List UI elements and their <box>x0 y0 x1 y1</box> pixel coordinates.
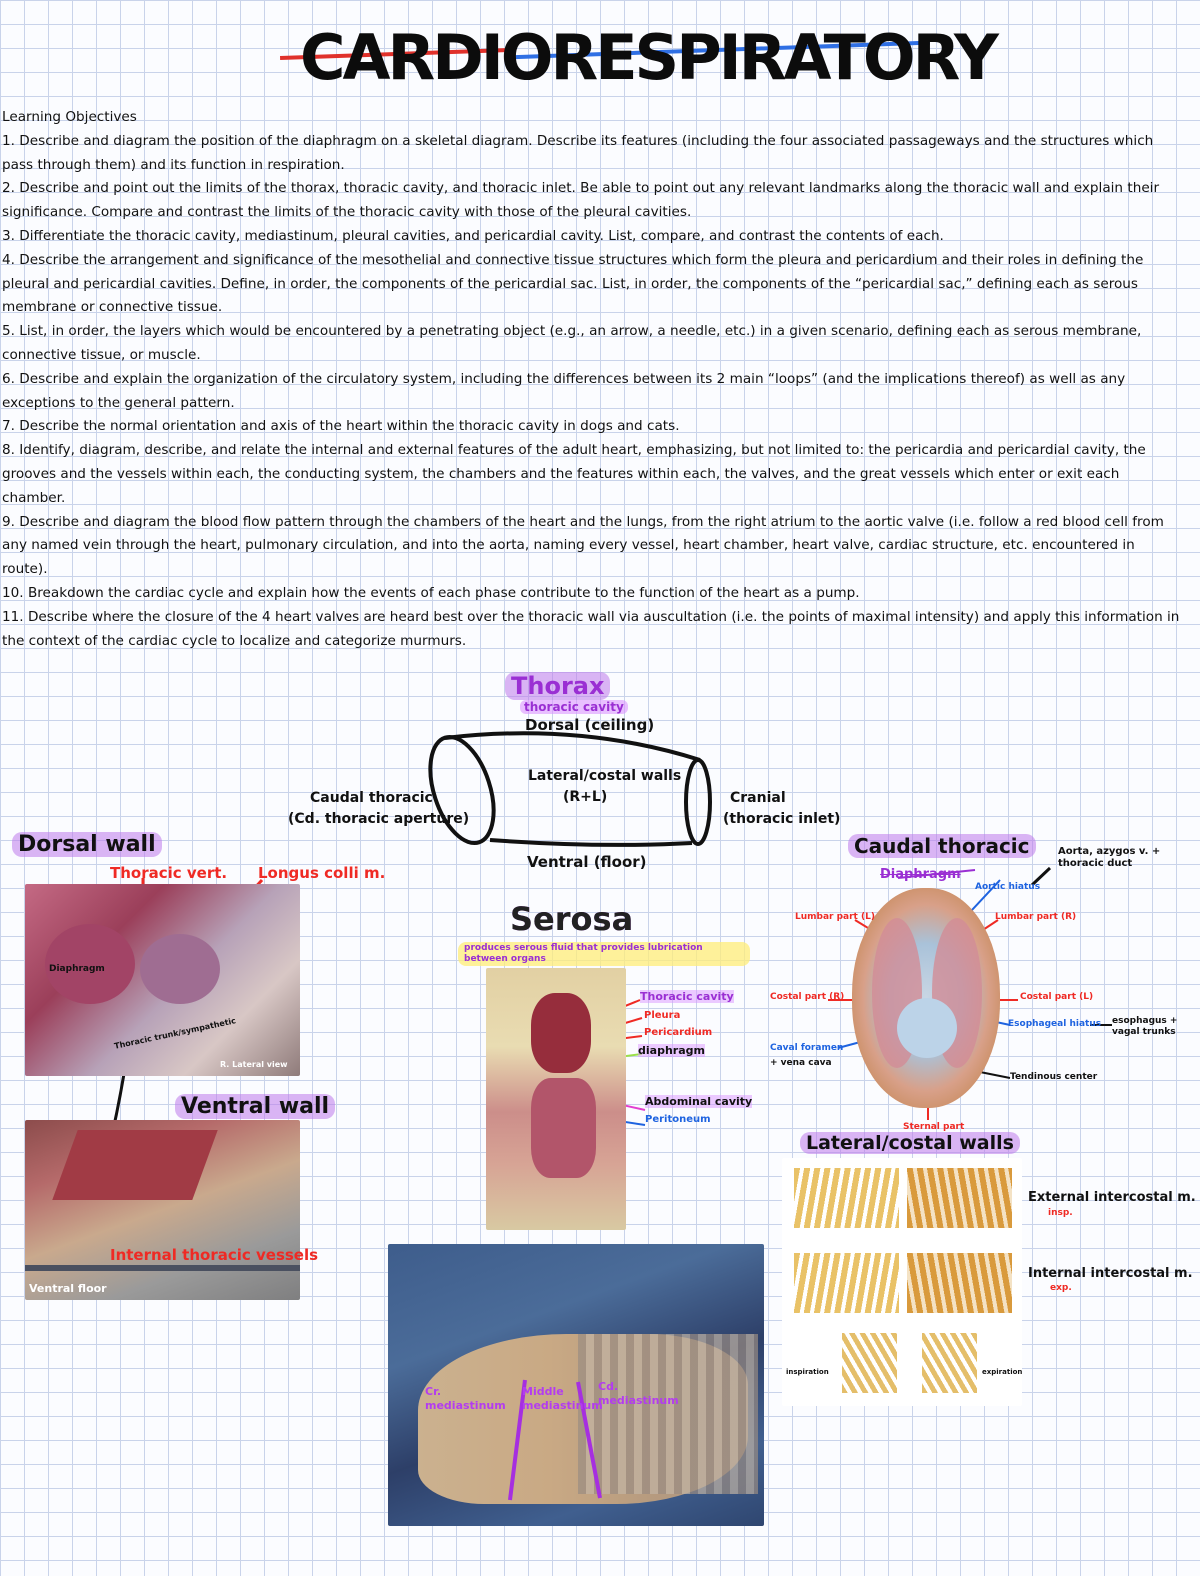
sympathetic-trunk-label: Thoracic trunk/sympathetic <box>113 1016 237 1051</box>
dorsal-ceiling-label: Dorsal (ceiling) <box>525 716 655 734</box>
rib-cage-a1 <box>794 1168 899 1228</box>
diaphragm-heading: Diaphragm <box>880 867 961 882</box>
pericardium-label: Pericardium <box>644 1027 713 1038</box>
caudal-aperture-label: (Cd. thoracic aperture) <box>288 811 470 827</box>
aorta-note: Aorta, azygos v. + thoracic duct <box>1058 846 1161 869</box>
serosa-note: produces serous fluid that provides lubr… <box>458 942 750 966</box>
diaphragm-illustration <box>852 888 1000 1108</box>
objective-item: 2. Describe and point out the limits of … <box>2 180 1160 221</box>
thoracic-vert-label: Thoracic vert. <box>110 864 228 882</box>
objective-item: 8. Identify, diagram, describe, and rela… <box>2 442 1146 506</box>
rib-cage-b1 <box>794 1253 899 1313</box>
thoracic-inlet-label: (thoracic inlet) <box>723 811 841 827</box>
expiration-label: expiration <box>982 1368 1022 1376</box>
page-title: CARDIORESPIRATORY <box>300 21 999 94</box>
caval-foramen-label: Caval foramen <box>770 1043 844 1053</box>
rib-region <box>578 1334 758 1494</box>
serosa-photo <box>486 968 626 1230</box>
objective-item: 5. List, in order, the layers which woul… <box>2 323 1142 363</box>
internal-thoracic-label: Internal thoracic vessels <box>110 1246 319 1264</box>
thorax-heading: Thorax <box>505 672 611 700</box>
peritoneum-label: Peritoneum <box>645 1114 711 1125</box>
thoracic-organs-region <box>531 993 591 1073</box>
ventral-wall-heading: Ventral wall <box>175 1094 336 1119</box>
inspiration-label: inspiration <box>786 1368 829 1376</box>
cranial-mediastinum-label: Cr. mediastinum <box>425 1385 506 1412</box>
rib-cage-b2 <box>907 1253 1012 1313</box>
intercostal-illustration: inspiration expiration <box>782 1158 1022 1406</box>
ventral-wall-photo: Ventral floor <box>25 1120 300 1300</box>
ventral-floor-photo-label: Ventral floor <box>29 1282 107 1295</box>
lateral-walls-rl-label: (R+L) <box>563 789 608 805</box>
caudal-mediastinum-label: Cd. mediastinum <box>598 1380 679 1407</box>
abdominal-cavity-label: Abdominal cavity <box>645 1095 753 1108</box>
costal-right-label: Costal part (L) <box>1020 992 1094 1002</box>
thoracic-cavity-serosa-label: Thoracic cavity <box>640 990 734 1003</box>
rib-detail-d <box>922 1333 977 1393</box>
pleura-label: Pleura <box>644 1010 681 1021</box>
caudal-thoracic-heading: Caudal thoracic <box>848 834 1036 858</box>
thoracic-cavity-label: thoracic cavity <box>520 700 628 714</box>
ventral-floor-label: Ventral (floor) <box>527 853 647 871</box>
rib-cage-a2 <box>907 1168 1012 1228</box>
serosa-heading: Serosa <box>510 900 634 938</box>
sternum-line <box>25 1265 300 1271</box>
abdominal-organs-region <box>531 1078 596 1178</box>
esophagus-note: esophagus + vagal trunks <box>1112 1016 1178 1037</box>
longus-colli-label: Longus colli m. <box>258 864 386 882</box>
lung-region <box>45 924 135 1004</box>
tendinous-center-label: Tendinous center <box>1010 1072 1098 1082</box>
lumbar-right-label: Lumbar part (R) <box>995 912 1077 922</box>
heart-region <box>140 934 220 1004</box>
lateral-view-label: R. Lateral view <box>220 1060 288 1069</box>
external-intercostal-note: insp. <box>1048 1208 1073 1218</box>
objective-item: 7. Describe the normal orientation and a… <box>2 418 680 435</box>
objectives-heading: Learning Objectives <box>2 109 137 125</box>
tendinous-center-region <box>897 998 957 1058</box>
objective-item: 10. Breakdown the cardiac cycle and expl… <box>2 584 860 601</box>
learning-objectives: Learning Objectives 1. Describe and diag… <box>2 106 1182 653</box>
muscle-region <box>52 1130 218 1200</box>
objective-item: 9. Describe and diagram the blood flow p… <box>2 513 1164 578</box>
diaphragm-serosa-label: diaphragm <box>638 1044 705 1057</box>
dorsal-wall-photo: Diaphragm Thoracic trunk/sympathetic R. … <box>25 884 300 1076</box>
objective-item: 4. Describe the arrangement and signific… <box>2 251 1144 316</box>
aortic-hiatus-label: Aortic hiatus <box>975 882 1041 892</box>
objective-item: 1. Describe and diagram the position of … <box>2 132 1154 173</box>
lateral-walls-label: Lateral/costal walls <box>528 768 682 784</box>
middle-mediastinum-label: Middle mediastinum <box>522 1385 603 1412</box>
internal-intercostal-note: exp. <box>1050 1283 1072 1293</box>
mediastinum-photo <box>388 1244 764 1526</box>
dorsal-wall-heading: Dorsal wall <box>12 832 162 857</box>
internal-intercostal-label: Internal intercostal m. <box>1028 1266 1193 1281</box>
caudal-thoracic-label: Caudal thoracic <box>310 790 433 806</box>
objective-item: 6. Describe and explain the organization… <box>2 370 1126 411</box>
rib-detail-c <box>842 1333 897 1393</box>
lateral-walls-heading: Lateral/costal walls <box>800 1132 1020 1154</box>
cranial-label: Cranial <box>730 790 786 806</box>
external-intercostal-label: External intercostal m. <box>1028 1190 1196 1205</box>
costal-left-label: Costal part (R) <box>770 992 845 1002</box>
lumbar-left-label: Lumbar part (L) <box>795 912 875 922</box>
diaphragm-photo-label: Diaphragm <box>49 964 105 974</box>
sternal-part-label: Sternal part <box>903 1122 965 1132</box>
caval-note: + vena cava <box>770 1058 832 1068</box>
esophageal-hiatus-label: Esophageal hiatus <box>1008 1019 1102 1029</box>
objective-item: 3. Differentiate the thoracic cavity, me… <box>2 227 944 244</box>
objective-item: 11. Describe where the closure of the 4 … <box>2 608 1180 649</box>
